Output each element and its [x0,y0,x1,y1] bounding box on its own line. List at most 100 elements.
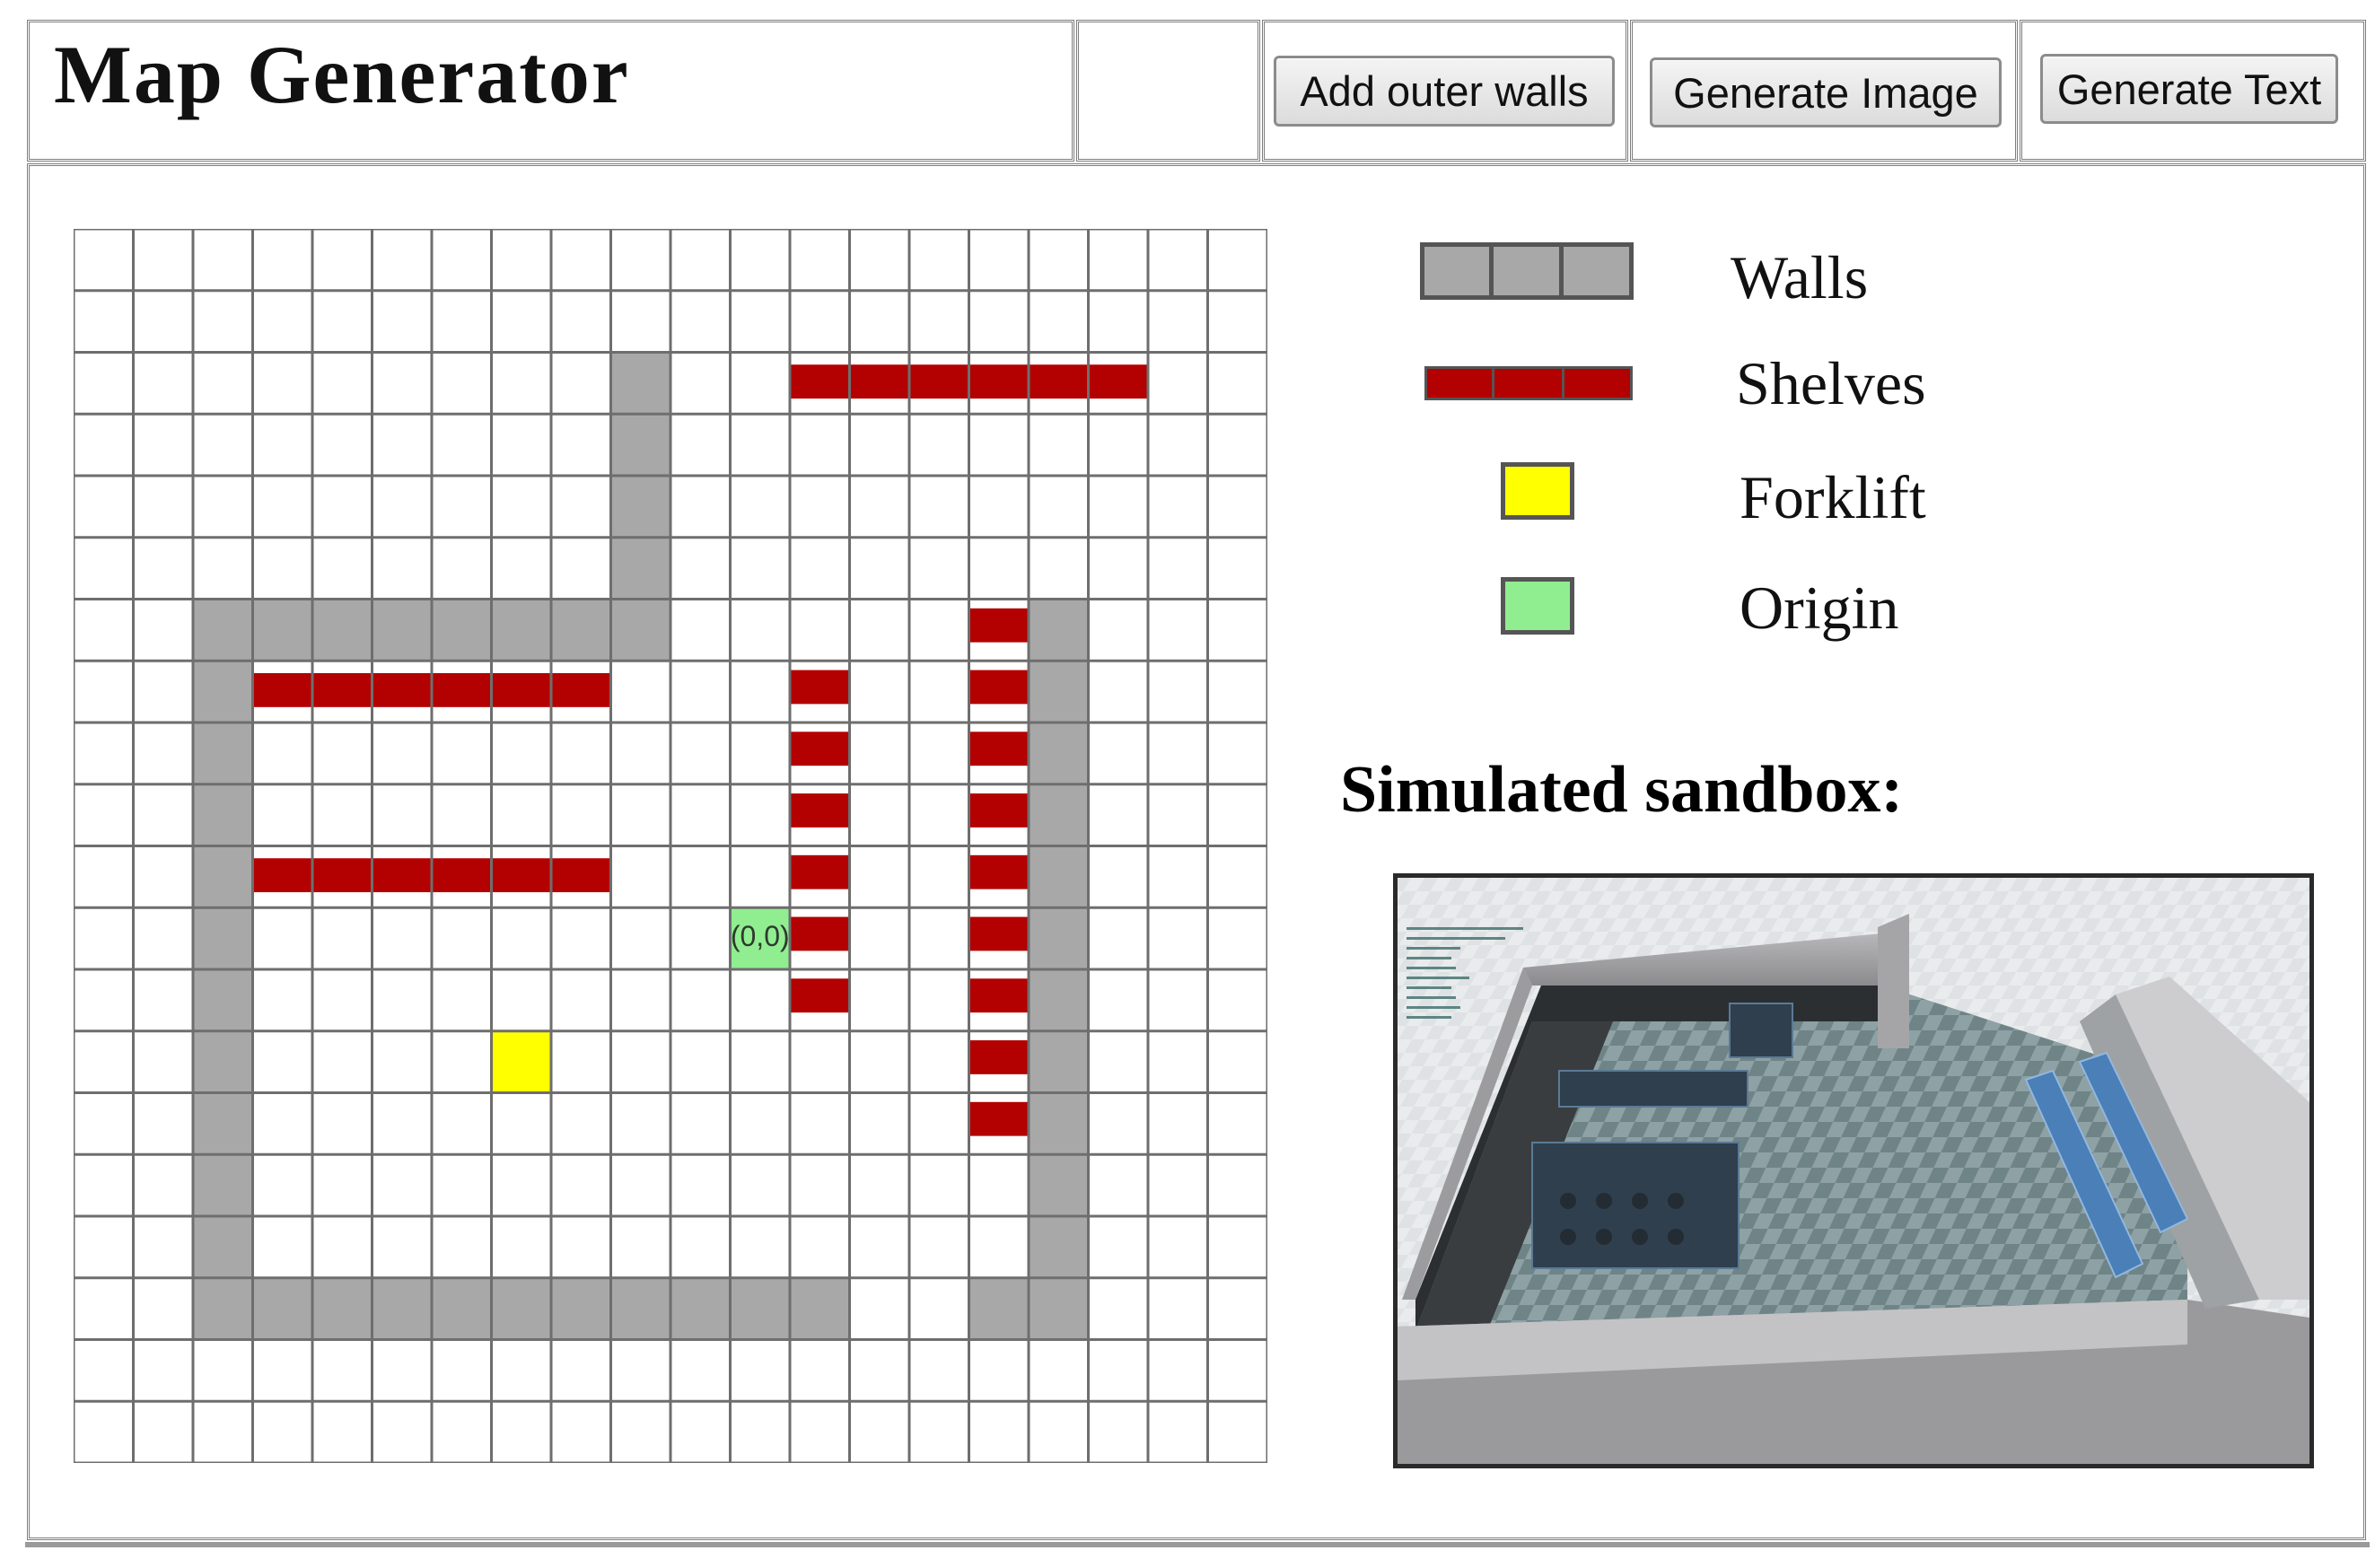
wall-cell[interactable] [252,1277,313,1340]
shelf-cell[interactable] [312,673,372,707]
wall-cell[interactable] [193,723,253,784]
legend-forklift-label: Forklift [1740,463,1926,531]
wall-cell[interactable] [1029,1277,1089,1340]
wall-cell[interactable] [670,1277,731,1340]
wall-cell[interactable] [432,599,492,661]
legend-origin-label: Origin [1740,574,1899,642]
wall-cell[interactable] [193,969,253,1031]
wall-cell[interactable] [1029,907,1089,969]
wall-cell[interactable] [372,1277,433,1340]
shelf-cell[interactable] [372,858,433,893]
origin-cell[interactable] [730,907,791,969]
shelf-cell[interactable] [790,731,850,766]
shelf-cell[interactable] [790,978,850,1013]
shelf-cell[interactable] [790,364,850,399]
wall-cell[interactable] [1029,969,1089,1031]
wall-cell[interactable] [1029,845,1089,908]
shelf-cell[interactable] [909,364,969,399]
shelf-cell[interactable] [968,854,1030,889]
sandbox-render [1398,878,2309,1464]
shelf-cell[interactable] [968,793,1030,828]
shelf-cell[interactable] [790,793,850,828]
shelf-cell[interactable] [372,673,433,707]
shelf-cell[interactable] [252,673,313,707]
shelf-cell[interactable] [968,916,1030,951]
wall-cell[interactable] [491,1277,552,1340]
shelf-cell[interactable] [252,858,313,893]
wall-cell[interactable] [610,1277,671,1340]
wall-cell[interactable] [1029,723,1089,784]
wall-cell[interactable] [1029,784,1089,846]
wall-cell[interactable] [790,1277,850,1340]
add-outer-walls-button[interactable]: Add outer walls [1274,56,1615,127]
shelf-cell[interactable] [968,364,1030,399]
shelf-cell[interactable] [790,854,850,889]
wall-cell[interactable] [193,784,253,846]
wall-cell[interactable] [193,845,253,908]
wall-cell[interactable] [968,1277,1030,1340]
shelf-cell[interactable] [968,1101,1030,1136]
wall-cell[interactable] [432,1277,492,1340]
wall-cell[interactable] [252,599,313,661]
shelf-cell[interactable] [790,916,850,951]
generate-text-button[interactable]: Generate Text [2040,54,2338,124]
shelf-cell[interactable] [968,978,1030,1013]
shelf-cell[interactable] [849,364,910,399]
wall-cell[interactable] [1029,661,1089,723]
legend-shelves-label: Shelves [1736,349,1926,417]
wall-cell[interactable] [1029,1030,1089,1093]
shelf-cell[interactable] [1088,364,1149,399]
wall-cell[interactable] [610,599,671,661]
legend-origin-swatch [1501,577,1574,635]
shelf-cell[interactable] [968,608,1030,643]
wall-cell[interactable] [1029,1216,1089,1278]
wall-cell[interactable] [193,599,253,661]
shelf-cell[interactable] [312,858,372,893]
wall-cell[interactable] [610,414,671,476]
wall-cell[interactable] [372,599,433,661]
wall-cell[interactable] [193,1030,253,1093]
legend-forklift-swatch [1501,462,1574,520]
wall-cell[interactable] [610,476,671,538]
map-grid[interactable]: (0,0) [74,229,1267,1463]
wall-cell[interactable] [193,1277,253,1340]
shelf-cell[interactable] [432,858,492,893]
legend-shelves-swatch [1424,366,1633,400]
legend-walls-swatch [1420,242,1634,300]
wall-cell[interactable] [1029,1092,1089,1155]
shelf-cell[interactable] [491,858,552,893]
wall-cell[interactable] [491,599,552,661]
simulated-sandbox-view [1393,873,2314,1468]
shelf-cell[interactable] [491,673,552,707]
shelf-cell[interactable] [968,731,1030,766]
wall-cell[interactable] [1029,1154,1089,1216]
wall-cell[interactable] [610,537,671,600]
shelf-cell[interactable] [432,673,492,707]
generate-image-button[interactable]: Generate Image [1650,57,2002,127]
shelf-cell[interactable] [551,673,611,707]
wall-cell[interactable] [312,1277,372,1340]
shelf-cell[interactable] [968,1040,1030,1074]
wall-cell[interactable] [193,661,253,723]
wall-cell[interactable] [1029,599,1089,661]
legend-walls-label: Walls [1731,243,1869,311]
forklift-cell[interactable] [491,1030,552,1093]
empty-header-cell [1076,20,1260,162]
shelf-cell[interactable] [551,858,611,893]
wall-cell[interactable] [193,1216,253,1278]
page-title: Map Generator [54,29,630,120]
title-cell [27,20,1074,162]
wall-cell[interactable] [610,352,671,415]
wall-cell[interactable] [551,1277,611,1340]
wall-cell[interactable] [551,599,611,661]
wall-cell[interactable] [312,599,372,661]
shelf-cell[interactable] [968,670,1030,705]
wall-cell[interactable] [730,1277,791,1340]
wall-cell[interactable] [193,1154,253,1216]
bottom-divider [25,1542,2370,1547]
shelf-cell[interactable] [1029,364,1089,399]
wall-cell[interactable] [193,907,253,969]
shelf-cell[interactable] [790,670,850,705]
wall-cell[interactable] [193,1092,253,1155]
